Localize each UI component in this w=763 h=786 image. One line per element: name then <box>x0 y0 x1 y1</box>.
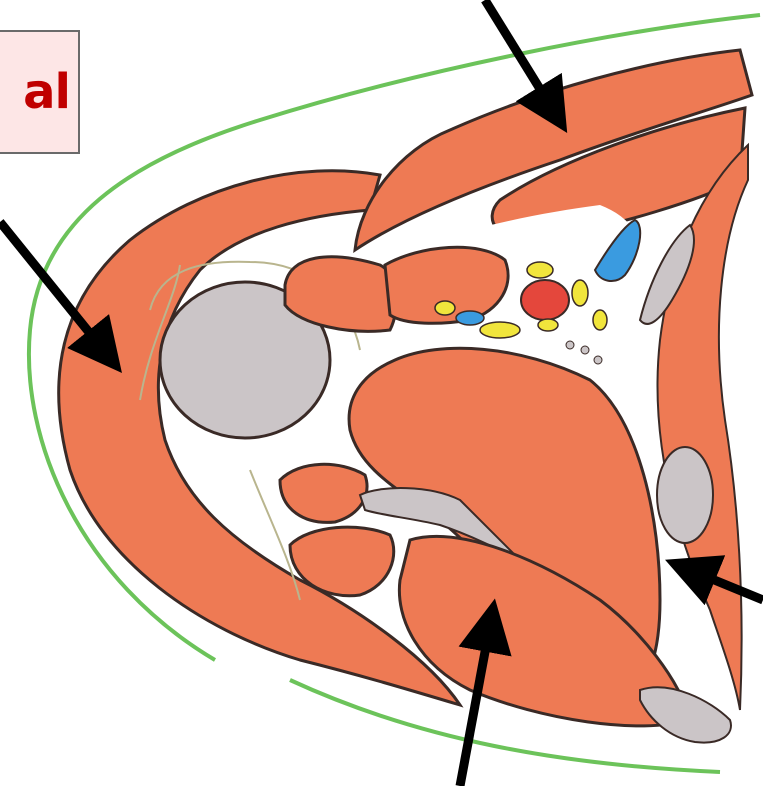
inferior-angle-bone <box>640 687 731 742</box>
brachial-vein <box>456 311 484 325</box>
label-text: al <box>23 64 70 120</box>
nerve-3 <box>480 322 520 338</box>
lymph-node-2 <box>581 346 589 354</box>
nerve-6 <box>593 310 607 330</box>
axillary-artery <box>521 280 569 320</box>
arrow-top <box>485 0 553 110</box>
nerve-2 <box>572 280 588 306</box>
scapula-mid-bone <box>657 447 713 543</box>
nerve-1 <box>527 262 553 278</box>
small-muscle-1 <box>280 464 367 522</box>
nerve-4 <box>435 301 455 315</box>
lymph-node-1 <box>566 341 574 349</box>
nerve-5 <box>538 319 558 331</box>
lymph-node-3 <box>594 356 602 364</box>
label-box: al <box>0 30 80 154</box>
right-muscle-strip-1 <box>657 145 748 710</box>
